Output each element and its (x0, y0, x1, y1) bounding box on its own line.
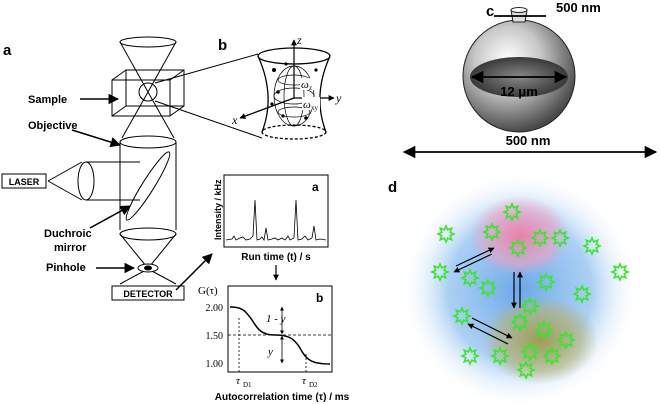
top-cone (119, 36, 177, 93)
fluorophore-star (430, 262, 450, 282)
dichroic-label-2: mirror (54, 242, 87, 254)
fluorophore-star (582, 236, 602, 256)
panel-letter-a: a (3, 42, 12, 59)
fluorophore-star (610, 262, 630, 282)
fluorophore-star (452, 306, 472, 326)
fluorophore-star (460, 346, 480, 366)
acf-xlabel: Autocorrelation time (τ) / ms (215, 392, 350, 403)
fluorophore-star (534, 320, 554, 340)
label-y: y (267, 346, 273, 358)
panel-letter-d: d (388, 179, 397, 196)
tau-d1: τ (236, 375, 241, 387)
focal-point (138, 82, 158, 102)
fluorophore-star (482, 222, 502, 242)
bottom-optics (119, 227, 177, 285)
omega-z: ω (301, 79, 309, 91)
axis-x-label: x (231, 113, 238, 127)
inset-letter-a: a (312, 180, 319, 194)
panel-a-setup: a (1, 36, 213, 301)
diameter-label: 12 μm (500, 84, 538, 99)
focal-molecules (270, 62, 318, 120)
fluorophore-star (510, 312, 530, 332)
detector-box (111, 285, 185, 301)
pink-domain (470, 196, 570, 276)
fluorophore-star (520, 296, 540, 316)
olive-domain (482, 296, 598, 384)
panel-letter-b: b (218, 37, 227, 54)
trace-frame (223, 174, 329, 248)
acf-ytick: 1.00 (206, 359, 224, 370)
neck-size-label: 500 nm (556, 0, 601, 15)
fluorophore-star (542, 346, 562, 366)
laser-label: LASER (9, 177, 40, 187)
objective-lens (119, 91, 177, 230)
fluorophore-star (508, 238, 528, 258)
dichroic-mirror (125, 151, 171, 221)
acf-curve (229, 306, 331, 365)
tau-d2-sub: D2 (309, 381, 318, 389)
detector-label: DETECTOR (123, 289, 173, 299)
pinhole-label: Pinhole (46, 262, 86, 274)
fluorophore-star (556, 330, 576, 350)
panel-c-vesicle: c 500 nm 12 μm (462, 0, 601, 133)
laser-beam (47, 161, 140, 201)
fluorophore-star (478, 278, 498, 298)
panel-b-focal-volume: b z y x ω z ω xy (154, 33, 342, 140)
fluorophore-star (490, 346, 510, 366)
fluorophore-star (572, 284, 592, 304)
acf-ylabel: G(τ) (198, 285, 218, 297)
pinhole-aperture (144, 265, 152, 271)
inset-letter-b: b (316, 291, 323, 305)
acf-ytick: 2.00 (206, 303, 224, 314)
autocorrelation-panel: G(τ) b 2.00 1.50 1.00 1 - y y τ D1 τ D2 … (198, 285, 350, 403)
laser-box (1, 173, 47, 189)
fluorophore-star (550, 228, 570, 248)
omega-xy-sub: xy (311, 104, 319, 112)
tau-d2: τ (302, 375, 307, 387)
tau-d1-sub: D1 (243, 381, 252, 389)
fluorophore-star (536, 272, 556, 292)
omega-z-sub: z (309, 84, 312, 92)
fluorophore-star (502, 202, 522, 222)
fluorophore-star (520, 342, 540, 362)
panel-letter-c: c (486, 3, 494, 20)
scale-label: 500 nm (506, 133, 551, 148)
intensity-trace-panel: a Intensity / kHz Run time (t) / s (213, 174, 329, 281)
axis-y-label: y (335, 91, 342, 105)
fluorophore-star (460, 268, 480, 288)
panel-d-domains: d (388, 170, 640, 404)
objective-label: Objective (28, 120, 78, 132)
omega-xy: ω (303, 99, 311, 111)
acf-yticks: 2.00 1.50 1.00 (206, 303, 224, 370)
label-1-minus-y: 1 - y (266, 313, 286, 325)
fluorophore-star (516, 360, 536, 380)
axis-z-label: z (296, 33, 302, 47)
trace-xlabel: Run time (t) / s (241, 252, 311, 263)
acf-ytick: 1.50 (206, 331, 224, 342)
trace-ylabel: Intensity / kHz (213, 179, 223, 240)
fluorophore-star (436, 224, 456, 244)
sample-label: Sample (28, 94, 67, 106)
dichroic-label-1: Duchroic (44, 228, 92, 240)
hop-arrows (453, 247, 523, 345)
fluorophore-stars (430, 202, 630, 380)
fluorophore-star (530, 228, 550, 248)
trace-line (225, 199, 327, 242)
